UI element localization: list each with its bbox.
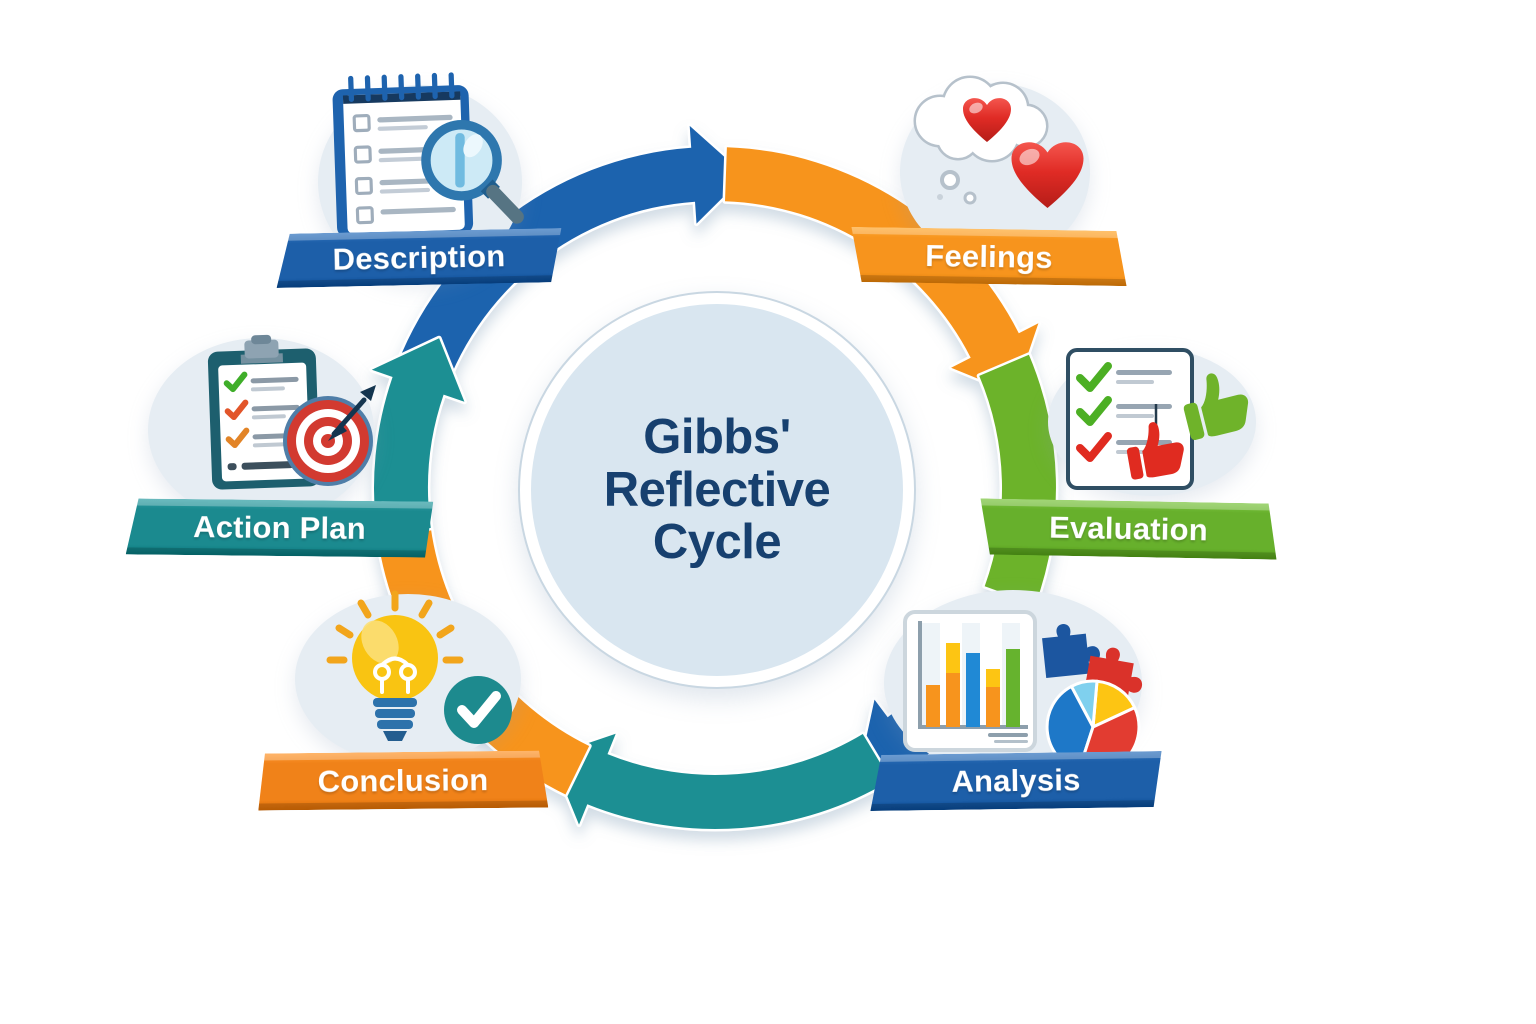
cycle-arrow-segment bbox=[976, 352, 1059, 608]
center-circle: Gibbs' Reflective Cycle bbox=[518, 291, 916, 689]
hearts-thought-icon bbox=[913, 75, 1084, 208]
stage-banner-evaluation: Evaluation bbox=[980, 498, 1278, 559]
stage-label-conclusion: Conclusion bbox=[317, 761, 489, 799]
stage-banner-feelings: Feelings bbox=[851, 227, 1128, 286]
stage-banner-conclusion: Conclusion bbox=[258, 750, 549, 810]
center-title: Gibbs' Reflective Cycle bbox=[531, 304, 903, 676]
notepad-magnifier-icon bbox=[332, 72, 524, 238]
title-line-1: Gibbs' bbox=[643, 409, 791, 464]
lightbulb-check-icon bbox=[326, 590, 512, 744]
stage-label-analysis: Analysis bbox=[951, 762, 1081, 799]
stage-label-action-plan: Action Plan bbox=[192, 509, 367, 546]
stage-banner-description: Description bbox=[275, 228, 562, 288]
title-line-2: Reflective bbox=[603, 462, 831, 517]
stage-label-evaluation: Evaluation bbox=[1048, 509, 1209, 548]
clipboard-target-icon bbox=[207, 334, 376, 490]
cycle-arrow-segment bbox=[548, 731, 894, 832]
stage-banner-action-plan: Action Plan bbox=[126, 498, 434, 557]
stage-label-description: Description bbox=[332, 238, 506, 277]
stage-label-feelings: Feelings bbox=[925, 237, 1053, 275]
checklist-thumbs-icon bbox=[1066, 348, 1249, 490]
cycle-arrow-segment bbox=[369, 335, 467, 538]
stage-banner-analysis: Analysis bbox=[870, 751, 1163, 811]
title-line-3: Cycle bbox=[652, 515, 782, 570]
